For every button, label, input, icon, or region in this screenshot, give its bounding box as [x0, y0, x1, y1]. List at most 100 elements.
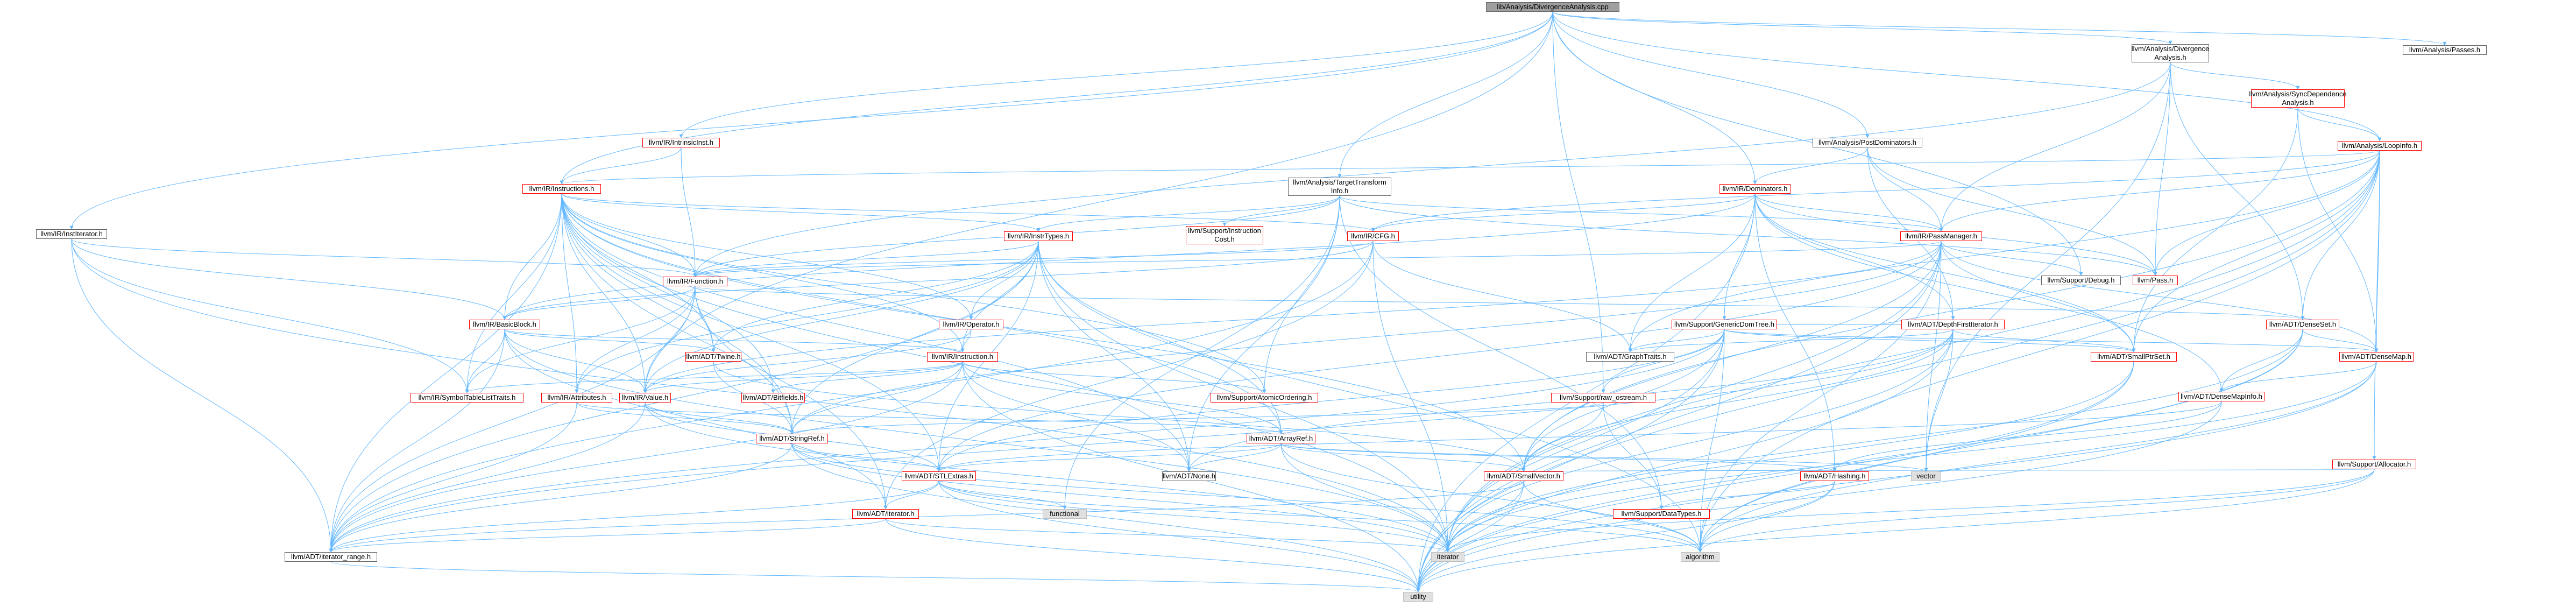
edge-root-to-ir-institerator — [69, 11, 1553, 230]
node-ir-intrinsicinst[interactable]: llvm/IR/IntrinsicInst.h — [642, 138, 720, 147]
node-adt-smallvector[interactable]: llvm/ADT/SmallVector.h — [1484, 471, 1563, 481]
node-adt-densemap[interactable]: llvm/ADT/DenseMap.h — [2339, 352, 2414, 362]
edge-analysis-loopinfo-to-ir-cfg — [1371, 150, 2380, 232]
node-analysis-passes[interactable]: llvm/Analysis/Passes.h — [2403, 45, 2487, 55]
node-label: llvm/IR/Operator.h — [943, 320, 1000, 328]
edge-analysis-loopinfo-to-ir-passmanager — [1939, 150, 2380, 232]
edge-analysis-loopinfo-to-support-allocator — [2372, 150, 2380, 460]
node-adt-bitfields[interactable]: llvm/ADT/Bitfields.h — [741, 393, 805, 403]
node-utility[interactable]: utility — [1403, 592, 1433, 602]
edge-analysis-divergence-to-analysis-syncdep — [2170, 62, 2300, 90]
edge-support-gdt-to-adt-densemap — [1724, 329, 2379, 352]
edge-adt-smallptrset-to-algorithm — [1698, 361, 2134, 553]
edge-ir-dominators-to-adt-densemapinfo — [1754, 193, 2224, 392]
node-label: llvm/ADT/iterator.h — [857, 510, 915, 518]
node-analysis-loopinfo[interactable]: llvm/Analysis/LoopInfo.h — [2338, 141, 2422, 151]
node-adt-stringref[interactable]: llvm/ADT/StringRef.h — [756, 434, 828, 443]
edge-adt-stlextras-to-iterator — [938, 481, 1450, 553]
node-ir-basicblock[interactable]: llvm/IR/BasicBlock.h — [469, 320, 540, 329]
edge-analysis-loopinfo-to-adt-densemap — [2374, 150, 2380, 352]
edge-ir-instructions-to-ir-value — [561, 193, 647, 393]
edge-ir-instruction-to-ir-value — [643, 361, 963, 393]
node-support-gdt[interactable]: llvm/Support/GenericDomTree.h — [1672, 320, 1777, 329]
node-adt-iterator-range[interactable]: llvm/ADT/iterator_range.h — [285, 552, 377, 562]
node-support-atomic[interactable]: llvm/Support/AtomicOrdering.h — [1211, 393, 1318, 403]
edge-ir-cfg-to-adt-iterator — [883, 241, 1374, 510]
edge-adt-stlextras-to-utility — [938, 481, 1420, 592]
node-adt-arrayref[interactable]: llvm/ADT/ArrayRef.h — [1247, 434, 1315, 443]
edge-adt-smallptrset-to-utility — [1416, 361, 2134, 592]
edge-adt-stringref-to-adt-stlextras — [791, 443, 941, 472]
edge-ir-cfg-to-adt-iterator-range — [329, 241, 1374, 553]
edge-support-allocator-to-adt-smallvector — [1523, 467, 2375, 472]
edge-ir-basicblock-to-ir-instruction — [504, 329, 965, 352]
node-support-debug[interactable]: llvm/Support/Debug.h — [2041, 276, 2121, 285]
node-adt-densemapinfo[interactable]: llvm/ADT/DenseMapInfo.h — [2178, 392, 2264, 401]
node-ir-value[interactable]: llvm/IR/Value.h — [619, 393, 671, 403]
edge-analysis-divergence-to-adt-denseset — [2170, 62, 2305, 320]
edge-adt-hashing-to-algorithm — [1698, 481, 1835, 553]
edge-support-gdt-to-adt-smallptrset — [1724, 329, 2136, 352]
node-adt-iterator[interactable]: llvm/ADT/iterator.h — [852, 509, 919, 519]
node-adt-smallptrset[interactable]: llvm/ADT/SmallPtrSet.h — [2091, 352, 2177, 362]
node-adt-twine[interactable]: llvm/ADT/Twine.h — [685, 352, 741, 362]
node-pass[interactable]: llvm/Pass.h — [2133, 276, 2178, 285]
node-adt-none[interactable]: llvm/ADT/None.h — [1162, 471, 1216, 481]
edge-ir-dominators-to-adt-graphtraits — [1628, 193, 1756, 352]
edge-ir-passmanager-to-adt-smallptrset — [1941, 241, 2136, 352]
edge-ir-value-to-adt-stringref — [645, 402, 794, 434]
edge-ir-basicblock-to-adt-twine — [504, 329, 716, 352]
node-ir-passmanager[interactable]: llvm/IR/PassManager.h — [1900, 231, 1982, 241]
edge-adt-densemap-to-utility — [1416, 361, 2377, 592]
node-ir-operator[interactable]: llvm/IR/Operator.h — [939, 320, 1003, 329]
node-label: algorithm — [1686, 553, 1715, 561]
node-label: Cost.h — [1214, 235, 1235, 243]
node-ir-symboltable[interactable]: llvm/IR/SymbolTableListTraits.h — [411, 393, 523, 403]
node-adt-denseset[interactable]: llvm/ADT/DenseSet.h — [2266, 320, 2339, 329]
node-ir-attributes[interactable]: llvm/IR/Attributes.h — [541, 393, 612, 403]
node-ir-function[interactable]: llvm/IR/Function.h — [663, 277, 727, 286]
node-ir-institerator[interactable]: llvm/IR/InstIterator.h — [36, 229, 107, 239]
node-adt-hashing[interactable]: llvm/ADT/Hashing.h — [1800, 471, 1869, 481]
node-support-datatypes[interactable]: llvm/Support/DataTypes.h — [1613, 509, 1710, 519]
node-label: Analysis.h — [2154, 53, 2186, 61]
node-label: functional — [1050, 510, 1080, 518]
edge-ir-insttypes-to-ir-operator — [969, 241, 1039, 320]
node-algorithm[interactable]: algorithm — [1681, 552, 1719, 562]
edge-analysis-tti-to-pass — [1339, 195, 2157, 276]
node-support-rawostream[interactable]: llvm/Support/raw_ostream.h — [1551, 393, 1655, 403]
node-ir-instruction[interactable]: llvm/IR/Instruction.h — [927, 352, 998, 362]
node-functional[interactable]: functional — [1043, 509, 1087, 519]
edge-root-to-ir-instructions — [560, 11, 1553, 185]
node-adt-dfiterator[interactable]: llvm/ADT/DepthFirstIterator.h — [1901, 320, 2005, 329]
edge-ir-insttypes-to-adt-twine — [711, 241, 1039, 352]
node-iterator[interactable]: iterator — [1431, 552, 1464, 562]
node-adt-graphtraits[interactable]: llvm/ADT/GraphTraits.h — [1586, 352, 1674, 362]
edge-ir-instructions-to-ir-symboltable — [465, 193, 562, 393]
node-ir-instructions[interactable]: llvm/IR/Instructions.h — [522, 184, 601, 194]
node-label: llvm/IR/Value.h — [621, 393, 669, 401]
node-root[interactable]: lib/Analysis/DivergenceAnalysis.cpp — [1486, 2, 1619, 12]
edge-ir-insttypes-to-adt-iterator-range — [329, 241, 1039, 553]
node-ir-insttypes[interactable]: llvm/IR/InstrTypes.h — [1004, 231, 1073, 241]
edge-ir-basicblock-to-adt-iterator — [504, 329, 888, 510]
edge-root-to-analysis-tti — [1337, 11, 1553, 178]
edge-analysis-postdom-to-ir-passmanager — [1867, 147, 1943, 232]
node-label: llvm/IR/InstIterator.h — [40, 230, 103, 238]
node-label: utility — [1410, 592, 1426, 601]
node-label: llvm/ADT/DenseMapInfo.h — [2181, 392, 2262, 400]
node-adt-stlextras[interactable]: llvm/ADT/STLExtras.h — [902, 471, 976, 481]
edge-ir-cfg-to-adt-graphtraits — [1372, 241, 1632, 352]
node-ir-dominators[interactable]: llvm/IR/Dominators.h — [1719, 184, 1791, 194]
edge-ir-function-to-adt-denseset — [695, 286, 2304, 320]
node-vector[interactable]: vector — [1911, 471, 1941, 481]
edge-ir-instructions-to-adt-iterator-range — [329, 193, 562, 553]
edge-adt-stlextras-to-adt-iterator-range — [329, 481, 939, 553]
node-ir-cfg[interactable]: llvm/IR/CFG.h — [1347, 231, 1399, 241]
node-analysis-postdom[interactable]: llvm/Analysis/PostDominators.h — [1813, 138, 1922, 147]
node-support-allocator[interactable]: llvm/Support/Allocator.h — [2332, 460, 2416, 469]
